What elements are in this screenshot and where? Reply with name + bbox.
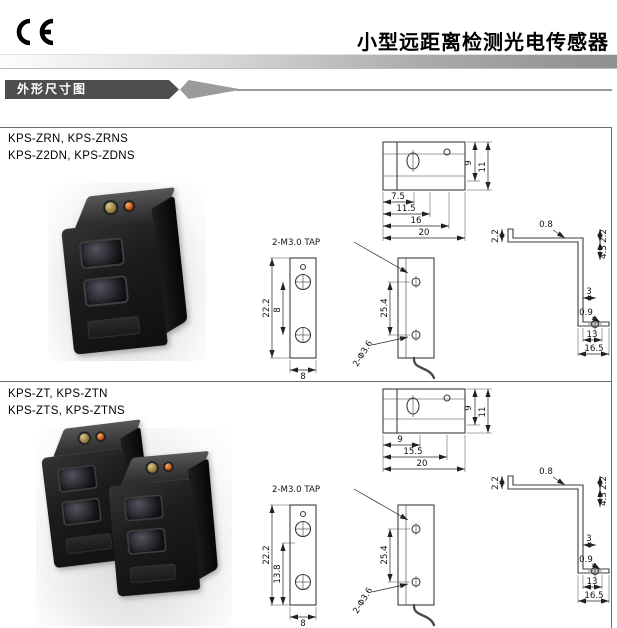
page-title: 小型远距离检测光电传感器 (357, 32, 609, 54)
dim-label: 0.8 (539, 467, 553, 477)
model-line: KPS-ZTS, KPS-ZTNS (8, 404, 125, 417)
hole-annotation: 2-Φ3.6 (351, 339, 375, 369)
model-line: KPS-ZRN, KPS-ZRNS (8, 133, 129, 145)
dim-label: 4.3 (599, 245, 609, 259)
dim-label: 8 (273, 307, 283, 312)
dim-label: 9 (464, 405, 474, 410)
dim-label: 16.5 (584, 344, 603, 354)
dim-label: 2.2 (491, 229, 501, 243)
dim-label: 13 (587, 577, 598, 587)
tap-annotation: 2-M3.0 TAP (272, 485, 320, 495)
hole-annotation: 2-Φ3.6 (351, 586, 375, 616)
dim-label: 11 (478, 162, 488, 173)
sensor-lens-window (56, 463, 99, 494)
cable (412, 356, 436, 380)
dim-label: 4.3 (599, 492, 609, 506)
section-divider-rule (0, 381, 612, 382)
model-line: KPS-ZT, KPS-ZTN (8, 388, 108, 400)
sensor-lens-window (78, 237, 126, 270)
front-view: 22.2 13.8 8 (262, 504, 317, 627)
dim-label: 22.2 (262, 545, 272, 564)
dim-label: 13 (587, 330, 598, 340)
banner-rule (236, 89, 612, 91)
header-gradient-bar (0, 54, 617, 69)
front-view: 22.2 8 8 (262, 257, 317, 380)
dim-label: 16 (411, 216, 422, 226)
model-list-2: KPS-ZT, KPS-ZTN KPS-ZTS, KPS-ZTNS (8, 386, 125, 419)
sensor-lens-window (123, 493, 165, 522)
dim-label: 16.5 (584, 591, 603, 601)
model-line: KPS-Z2DN, KPS-ZDNS (8, 149, 135, 162)
dim-label: 9 (397, 435, 402, 445)
right-rule (611, 127, 612, 628)
dim-label: 7.5 (391, 192, 405, 202)
banner-arrow-decoration (180, 80, 242, 99)
model-list-1: KPS-ZRN, KPS-ZRNS KPS-Z2DN, KPS-ZDNS (8, 131, 135, 164)
dim-label: 2.2 (491, 476, 501, 490)
sensor-image (106, 450, 222, 599)
dim-label: 22.2 (262, 298, 272, 317)
dim-label: 25.4 (380, 545, 390, 564)
product-photo-2 (36, 419, 232, 626)
dim-label: 11 (478, 407, 488, 418)
dim-label: 8 (300, 372, 305, 380)
sensor-label-plate (129, 563, 177, 584)
cable (412, 603, 436, 627)
top-rule (0, 127, 612, 128)
dimension-drawing-1: 7.5 11.5 16 20 9 11 22.2 8 (262, 141, 610, 380)
sensor-front-face (61, 219, 168, 355)
dimension-drawing-2: 9 15.5 20 9 11 22.2 13.8 (262, 388, 610, 627)
product-photo-1 (48, 183, 206, 361)
side-view: 25.4 (380, 257, 436, 380)
dim-label: 20 (417, 459, 428, 469)
tap-annotation: 2-M3.0 TAP (272, 238, 320, 248)
dim-label: 2.2 (599, 476, 609, 490)
section-banner-label: 外形尺寸图 (17, 82, 88, 96)
dim-label: 0.9 (579, 555, 593, 565)
dim-label: 20 (419, 228, 430, 238)
ce-logo-icon (16, 18, 54, 46)
dim-label: 8 (300, 619, 305, 627)
bracket-view: 0.8 2.2 4.3 2.2 3 0.9 13 16.5 (491, 220, 610, 357)
sensor-front-face (108, 479, 201, 597)
top-view: 7.5 11.5 16 20 9 11 (382, 141, 492, 241)
dim-label: 13.8 (273, 564, 283, 583)
dim-label: 2.2 (599, 229, 609, 243)
bracket-view: 0.8 2.2 4.3 2.2 3 0.9 13 16.5 (491, 467, 610, 604)
sensor-lens-window (60, 497, 103, 527)
dim-label: 3 (586, 287, 591, 297)
section-banner: 外形尺寸图 (5, 80, 179, 99)
dim-label: 15.5 (403, 447, 422, 457)
dim-label: 0.9 (579, 308, 593, 318)
dim-label: 9 (464, 160, 474, 165)
dim-label: 0.8 (539, 220, 553, 230)
top-view: 9 15.5 20 9 11 (382, 388, 492, 472)
sensor-label-plate (65, 533, 113, 555)
dim-label: 3 (586, 534, 591, 544)
dim-label: 11.5 (396, 204, 415, 214)
sensor-label-plate (86, 315, 141, 340)
sensor-lens-window (82, 274, 130, 308)
sensor-lens-window (126, 527, 168, 556)
side-view: 25.4 (380, 504, 436, 627)
dim-label: 25.4 (380, 298, 390, 317)
sensor-image (58, 187, 192, 356)
